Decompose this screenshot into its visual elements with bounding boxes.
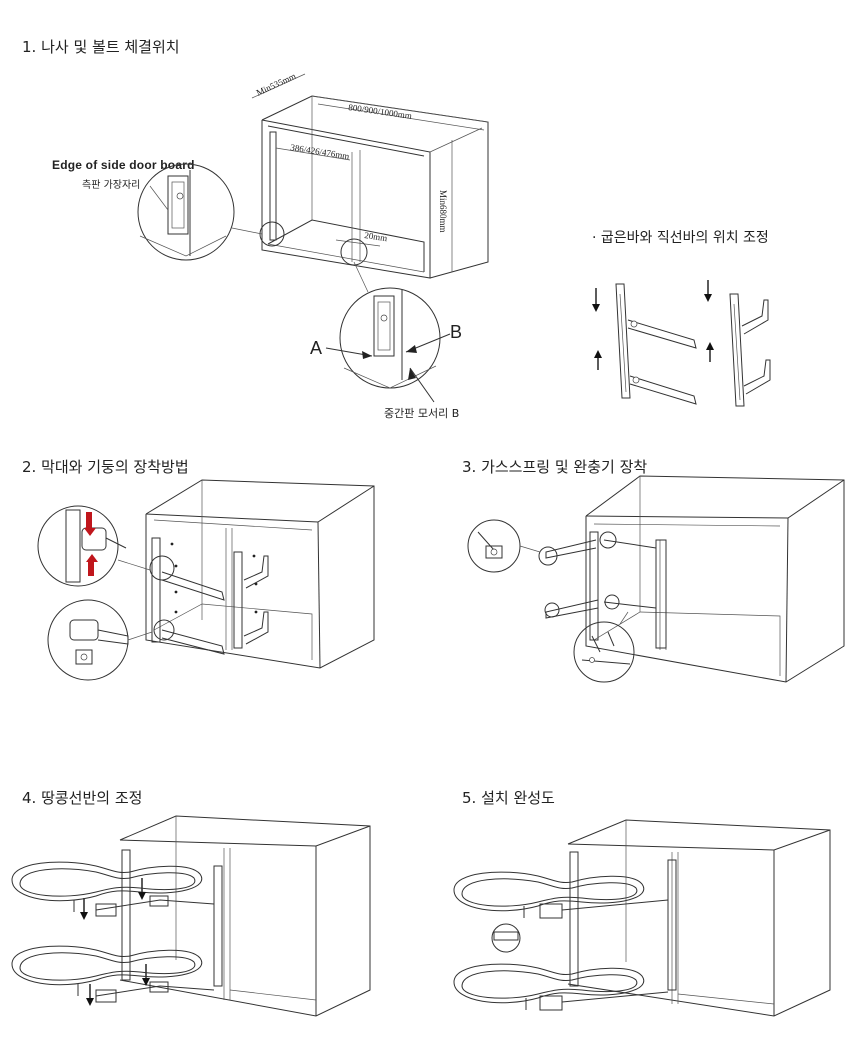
side-board-label-en: Edge of side door board: [52, 158, 195, 172]
installation-complete-drawing: [453, 819, 831, 1017]
middle-board-detail-circle: [325, 261, 451, 403]
adjust-note: · 굽은바와 직선바의 위치 조정: [592, 230, 769, 246]
step-3-title: 3. 가스스프링 및 완충기 장착: [462, 458, 648, 476]
gas-spring-mount-drawing: [467, 475, 845, 683]
step-4-title: 4. 땅콩선반의 조정: [22, 789, 143, 807]
bar-post-mount-drawing: [37, 479, 375, 681]
side-board-label-ko: 측판 가장자리: [82, 180, 141, 191]
middle-board-label: 중간판 모서리 B: [384, 407, 460, 420]
bar-adjustment-drawing: [592, 280, 771, 407]
post-spacing-dimension: 386/426/476mm: [290, 142, 350, 161]
point-a-label: A: [310, 338, 323, 358]
step-5-title: 5. 설치 완성도: [462, 789, 555, 807]
depth-dimension: Min535mm: [255, 71, 298, 98]
point-b-label: B: [450, 322, 463, 342]
offset-dimension: 20mm: [364, 230, 388, 243]
width-dimension: 800/900/1000mm: [348, 102, 413, 121]
step-2-title: 2. 막대와 기둥의 장착방법: [22, 458, 189, 476]
step-1-title: 1. 나사 및 볼트 체결위치: [22, 38, 180, 56]
cabinet-dimensions-drawing: Min535mm 800/900/1000mm 386/426/476mm Mi…: [251, 71, 489, 279]
height-dimension: Min680mm: [438, 190, 448, 233]
side-board-detail-circle: [137, 163, 263, 261]
peanut-shelf-adjust-drawing: [11, 815, 371, 1017]
